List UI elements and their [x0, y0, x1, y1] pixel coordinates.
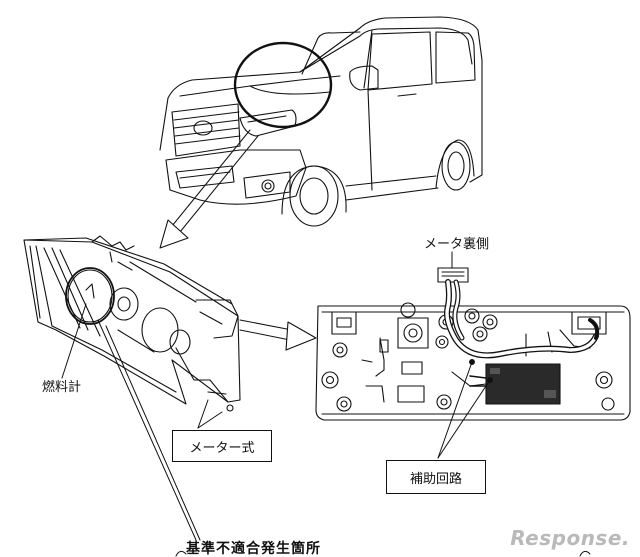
- meter-back-illustration: [315, 267, 631, 421]
- aux-circuit-label-box: 補助回路: [386, 460, 486, 494]
- fuel-gauge-circle: [65, 267, 115, 325]
- van-illustration: [159, 16, 483, 227]
- aux-circuit-leader-1: [437, 361, 473, 459]
- meter-assembly-label-box: メーター式: [172, 430, 272, 462]
- aux-circuit-label: 補助回路: [409, 471, 462, 487]
- wire-harness: [444, 279, 600, 359]
- meter-assembly-label: メーター式: [189, 440, 255, 456]
- fuel-gauge-leader: [61, 303, 87, 379]
- aux-circuit-leader-2: [437, 379, 491, 459]
- meter-assembly-illustration: [23, 235, 241, 412]
- arrow-meter-to-back: [239, 319, 317, 351]
- nonconformity-location-title: 基準不適合発生箇所: [186, 538, 321, 557]
- fuel-gauge-label: 燃料計: [42, 380, 82, 395]
- meter-back-label: メータ裏側: [424, 237, 490, 252]
- arrow-van-to-meter: [159, 129, 259, 249]
- response-watermark: Response.: [510, 526, 630, 550]
- title-leader-1: [97, 319, 197, 541]
- van-highlight-circle: [233, 41, 333, 129]
